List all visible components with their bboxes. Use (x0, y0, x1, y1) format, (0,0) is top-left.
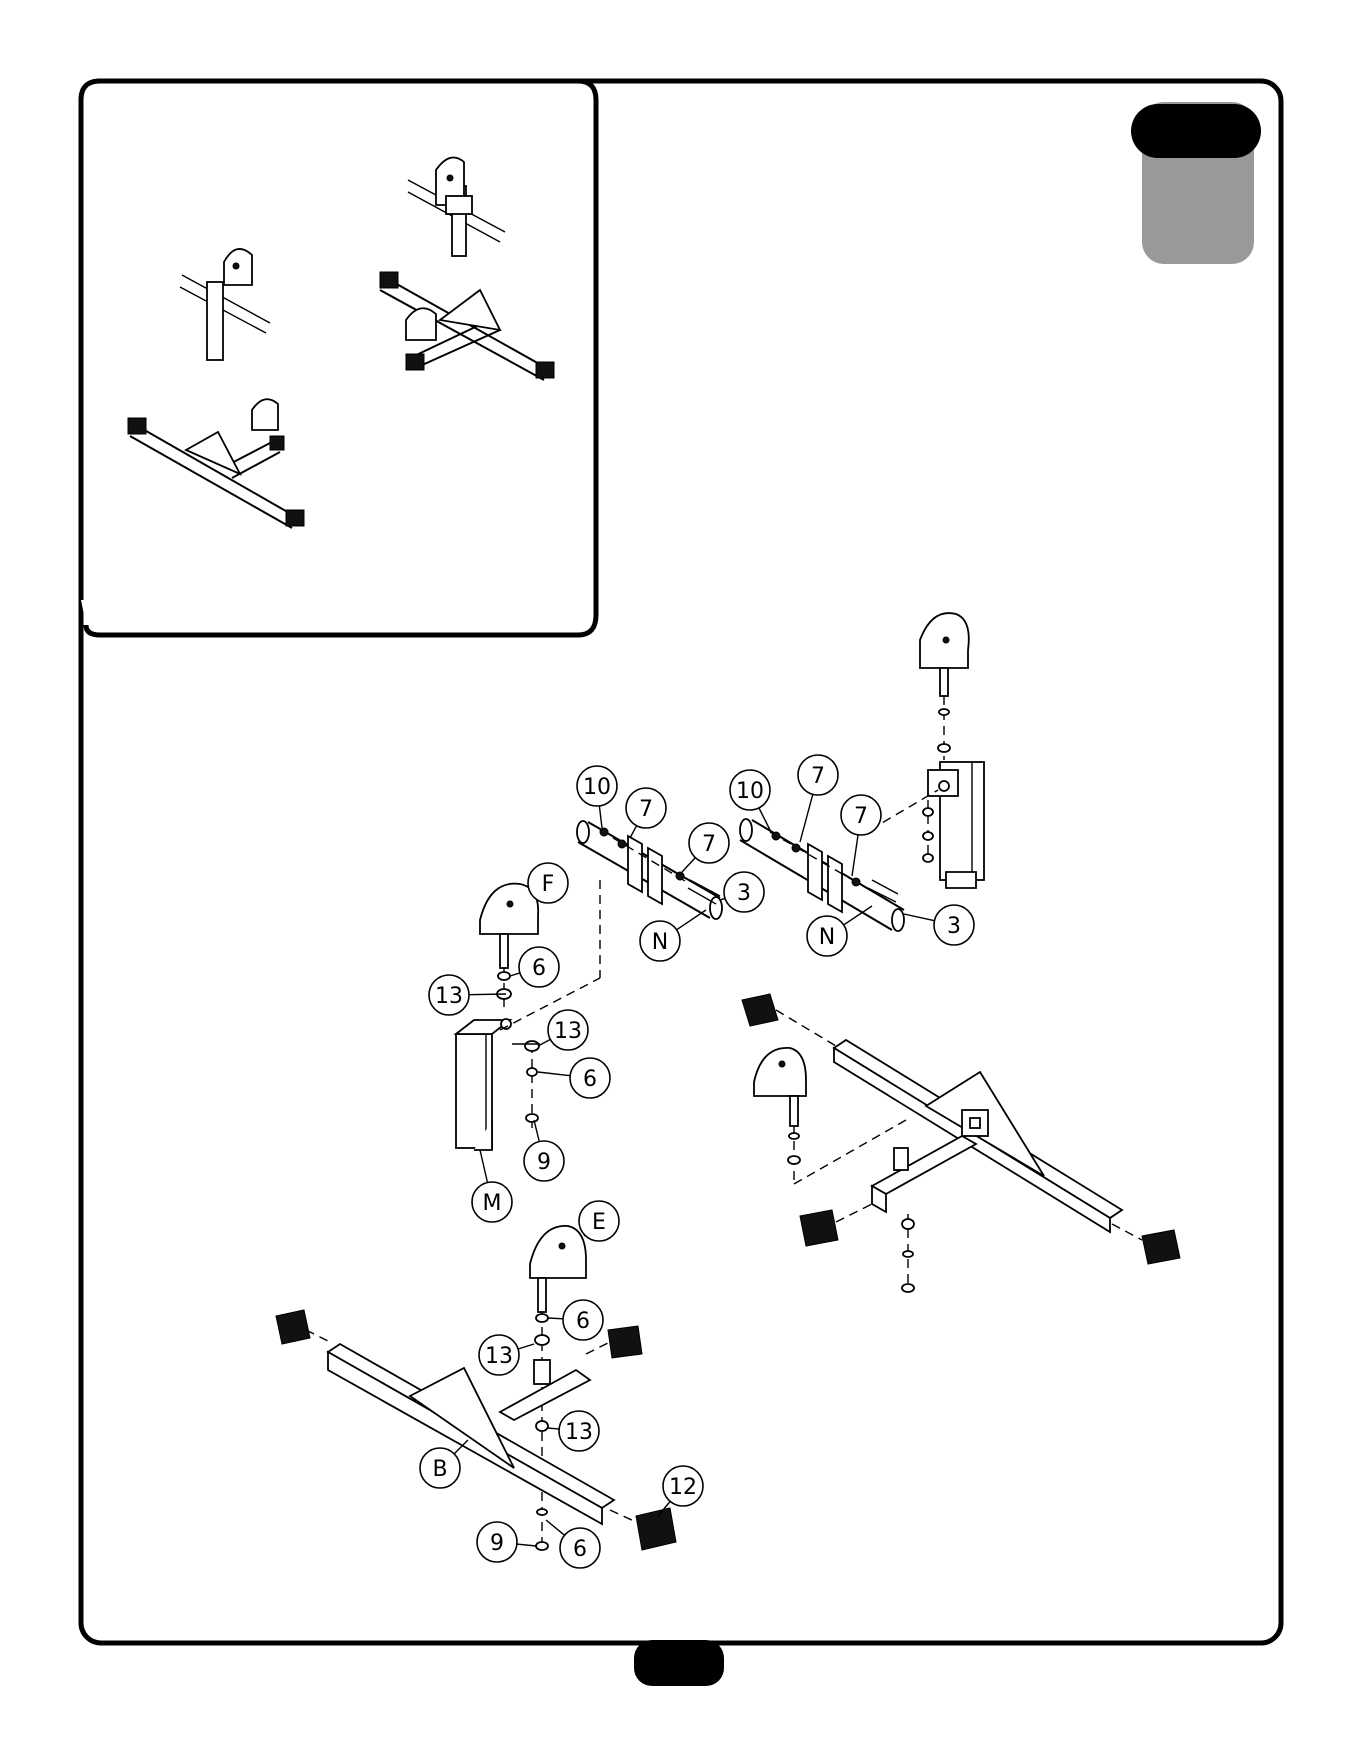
callout-label: M (483, 1191, 502, 1216)
step-tab-header (1131, 104, 1261, 158)
callout-cMa: M (472, 1150, 512, 1222)
callout-c7c: 7 (798, 755, 838, 842)
callout-label: 13 (435, 984, 463, 1009)
base-B-assembly (276, 1226, 676, 1550)
callout-leader (510, 973, 520, 976)
callout-cNa: N (640, 910, 706, 961)
callout-c13d: 13 (548, 1411, 599, 1451)
callout-label: 9 (490, 1531, 504, 1556)
overview-inset-panel (81, 81, 596, 635)
callout-label: 6 (576, 1309, 590, 1334)
callout-c7b: 7 (682, 823, 729, 872)
callout-label: 6 (532, 956, 546, 981)
callout-c9a: 9 (524, 1120, 564, 1181)
callout-c9b: 9 (477, 1522, 536, 1562)
callout-leader (518, 1344, 534, 1349)
callout-leader (548, 1428, 559, 1429)
upright-right-assembly (870, 613, 984, 888)
callout-leader (480, 1150, 488, 1183)
callout-label: 10 (736, 779, 764, 804)
callout-label: 9 (537, 1150, 551, 1175)
callout-c7d: 7 (841, 795, 881, 876)
callout-label: 7 (854, 804, 868, 829)
callout-c13c: 13 (479, 1335, 534, 1375)
callout-label: 6 (573, 1537, 587, 1562)
callout-leader (677, 910, 706, 930)
callout-leader (517, 1544, 536, 1546)
callout-c6a: 6 (510, 947, 559, 987)
callout-label: 13 (554, 1019, 582, 1044)
callout-leader (630, 826, 637, 838)
callout-label: 12 (669, 1475, 697, 1500)
callout-c7a: 7 (626, 788, 666, 838)
callout-c6d: 6 (546, 1520, 600, 1568)
tube-N-right (740, 819, 904, 931)
callout-label: F (542, 872, 555, 897)
callout-label: 3 (947, 914, 961, 939)
callout-c3b: 3 (904, 905, 974, 945)
callout-label: N (652, 930, 668, 955)
callout-leader (852, 835, 858, 876)
callout-leader (546, 1520, 565, 1535)
callout-c13b: 13 (538, 1010, 588, 1050)
callout-c12a: 12 (658, 1466, 703, 1516)
callout-leader (800, 794, 813, 842)
callout-label: 7 (702, 832, 716, 857)
callout-label: N (819, 925, 835, 950)
callout-leader (538, 1072, 570, 1076)
callout-leader (469, 994, 506, 995)
callout-c3a: 3 (720, 872, 764, 912)
callout-c6c: 6 (548, 1300, 603, 1340)
callout-label: 7 (811, 764, 825, 789)
callout-leader (904, 914, 934, 921)
callout-leader (538, 1039, 550, 1046)
callout-label: E (592, 1210, 606, 1235)
callout-c10a: 10 (577, 766, 617, 828)
callout-label: B (432, 1457, 447, 1482)
callout-cBa: B (420, 1440, 468, 1488)
callout-label: 10 (583, 775, 611, 800)
callout-label: 6 (583, 1067, 597, 1092)
callout-leader (548, 1318, 563, 1319)
callout-label: 13 (485, 1344, 513, 1369)
callout-label: 13 (565, 1420, 593, 1445)
callout-c6b: 6 (538, 1058, 610, 1098)
callout-label: 7 (639, 797, 653, 822)
page-number-tab (634, 1640, 724, 1686)
callout-leader (599, 806, 602, 828)
callout-label: 3 (737, 881, 751, 906)
callout-c13a: 13 (429, 975, 506, 1015)
step-tab (1131, 102, 1261, 264)
callout-leader (682, 858, 695, 872)
base-right-assembly (742, 994, 1180, 1292)
callout-leader (534, 1120, 539, 1142)
callout-cEa: E (579, 1201, 619, 1241)
callout-cFa: F (528, 863, 568, 903)
